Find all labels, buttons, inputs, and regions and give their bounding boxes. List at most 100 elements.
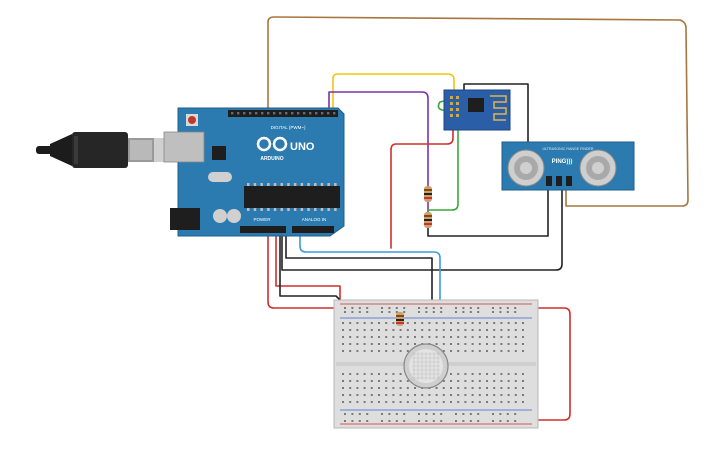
breadboard-hole (478, 350, 481, 352)
breadboard-hole (358, 420, 361, 422)
breadboard-hole (471, 387, 474, 389)
wifi-module[interactable] (443, 89, 511, 131)
breadboard-hole (370, 387, 373, 389)
breadboard-hole (399, 343, 402, 345)
breadboard-hole (363, 322, 366, 324)
breadboard-hole (342, 394, 344, 396)
arduino-uno-board[interactable]: ARDUINO UNO DIGITAL (PWM~) POWER ANALOG … (163, 107, 345, 237)
breadboard-hole (428, 322, 431, 324)
breadboard-hole (363, 329, 366, 331)
breadboard-hole (478, 336, 481, 338)
breadboard-hole (457, 322, 460, 324)
breadboard-hole (392, 394, 395, 396)
wire-yellow[interactable] (332, 73, 455, 111)
breadboard-hole (499, 307, 502, 309)
breadboard-hole (349, 387, 352, 389)
breadboard-hole (442, 401, 445, 403)
wires (267, 16, 689, 421)
wire-red-top[interactable] (390, 105, 454, 249)
breadboard-hole (500, 343, 503, 345)
breadboard-hole (344, 420, 346, 422)
breadboard-hole (378, 336, 380, 338)
breadboard-hole (507, 322, 510, 324)
breadboard-hole (522, 394, 524, 396)
resistor-2[interactable] (424, 212, 432, 228)
breadboard-hole (366, 307, 369, 309)
breadboard-hole (522, 401, 524, 403)
gas-sensor[interactable] (403, 343, 449, 389)
breadboard-hole (507, 394, 510, 396)
digital-pin (243, 112, 246, 115)
digital-pin (327, 112, 330, 115)
resistor-1[interactable] (424, 186, 432, 202)
wire-red-left2[interactable] (275, 231, 341, 307)
breadboard-hole (392, 322, 395, 324)
digital-header-label: DIGITAL (PWM~) (271, 125, 306, 130)
breadboard-hole (392, 336, 395, 338)
breadboard-hole (478, 380, 481, 382)
breadboard-hole (385, 401, 388, 403)
breadboard-hole (370, 401, 373, 403)
breadboard-hole (395, 307, 398, 309)
breadboard-hole (399, 329, 402, 331)
breadboard-hole (514, 420, 517, 422)
wire-black-esp[interactable] (463, 83, 529, 147)
breadboard-hole (406, 343, 409, 345)
wire-brown[interactable] (267, 16, 689, 207)
breadboard-hole (486, 336, 488, 338)
usb-cable[interactable] (36, 132, 178, 168)
breadboard-hole (464, 387, 467, 389)
breadboard-hole (471, 343, 474, 345)
breadboard-hole (378, 387, 380, 389)
wire-black-res[interactable] (427, 187, 549, 237)
breadboard-hole (370, 329, 373, 331)
breadboard-hole (469, 307, 472, 309)
breadboard-hole (363, 387, 366, 389)
breadboard-hole (395, 311, 398, 313)
breadboard-hole (421, 401, 424, 403)
breadboard-hole (507, 336, 510, 338)
wire-black-long[interactable] (281, 187, 563, 271)
wire-purple[interactable] (328, 91, 429, 189)
wire-black-bb[interactable] (285, 231, 433, 341)
breadboard-hole (406, 350, 409, 352)
breadboard-hole (507, 380, 510, 382)
breadboard-hole (493, 373, 496, 375)
breadboard-hole (477, 307, 480, 309)
breadboard-hole (395, 413, 398, 415)
breadboard-hole (440, 420, 443, 422)
breadboard-hole (450, 336, 452, 338)
digital-pin (267, 112, 270, 115)
breadboard-hole (450, 350, 452, 352)
breadboard-hole (435, 322, 438, 324)
chip-pin (260, 183, 263, 186)
breadboard-hole (500, 380, 503, 382)
breadboard-hole (418, 311, 420, 313)
breadboard-hole (486, 343, 488, 345)
chip-pin (247, 208, 250, 211)
capacitor-2 (227, 209, 241, 223)
wire-black-left[interactable] (279, 231, 341, 301)
breadboard-hole (349, 394, 352, 396)
resistor-breadboard[interactable] (396, 312, 404, 326)
wire-blue[interactable] (299, 231, 441, 341)
breadboard-hole (500, 336, 503, 338)
dc-jack (170, 208, 200, 230)
breadboard-hole (406, 322, 409, 324)
breadboard-hole (421, 336, 424, 338)
breadboard-hole (514, 311, 517, 313)
breadboard-hole (351, 311, 354, 313)
ultrasonic-sensor[interactable]: ULTRASONIC RANGE FINDER PING))) (501, 141, 635, 191)
wire-red-left[interactable] (267, 231, 341, 309)
breadboard-hole (440, 413, 443, 415)
breadboard-hole (366, 311, 369, 313)
breadboard-hole (477, 413, 480, 415)
wire-red-right[interactable] (529, 307, 571, 421)
breadboard-hole (428, 329, 431, 331)
breadboard-hole (388, 307, 391, 309)
breadboard-hole (403, 413, 406, 415)
breadboard-hole (514, 373, 517, 375)
breadboard-hole (514, 329, 517, 331)
breadboard-hole (356, 329, 359, 331)
